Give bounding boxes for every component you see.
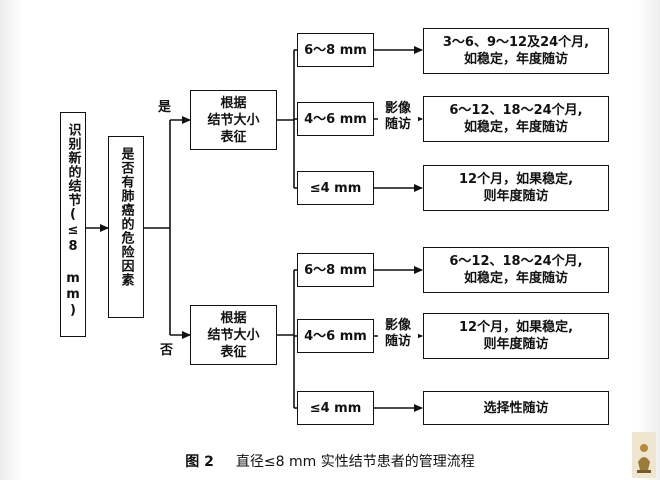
figure-number: 图 2 — [185, 454, 214, 470]
result-box-lower-2: 12个月，如果稳定, 则年度随访 — [423, 313, 609, 359]
result-box-upper-2: 6～12、18～24个月, 如稳定，年度随访 — [423, 96, 609, 142]
figure-title: 直径≤8 mm 实性结节患者的管理流程 — [235, 454, 475, 470]
size-box-4-6-upper: 4～6 mm — [297, 102, 374, 136]
lower-assess-box: 根据 结节大小 表征 — [190, 305, 277, 365]
size-box-le4-lower: ≤4 mm — [297, 391, 374, 425]
result-box-lower-3: 选择性随访 — [423, 391, 609, 425]
size-box-4-6-lower: 4～6 mm — [297, 319, 374, 353]
corner-figurine-icon — [632, 432, 656, 478]
no-label: 否 — [160, 343, 174, 358]
right-edge-shade — [638, 0, 660, 480]
upper-assess-box: 根据 结节大小 表征 — [190, 90, 277, 150]
root-label: 识别新的结节(≤8 mm) — [65, 123, 81, 319]
figure-caption: 图 2 直径≤8 mm 实性结节患者的管理流程 — [0, 451, 660, 471]
left-edge-shade — [0, 0, 22, 480]
size-box-6-8-lower: 6～8 mm — [297, 253, 374, 287]
root-box: 识别新的结节(≤8 mm) — [60, 112, 86, 337]
risk-question-label: 是否有肺癌的危险因素 — [118, 147, 134, 287]
lower-imaging-followup-label: 影像 随访 — [378, 318, 418, 350]
result-box-upper-1: 3～6、9～12及24个月, 如稳定，年度随访 — [423, 28, 609, 74]
risk-question-box: 是否有肺癌的危险因素 — [108, 136, 144, 318]
size-box-6-8-upper: 6～8 mm — [297, 33, 374, 67]
result-box-lower-1: 6～12、18～24个月, 如稳定，年度随访 — [423, 247, 609, 293]
size-box-le4-upper: ≤4 mm — [297, 171, 374, 205]
yes-label: 是 — [158, 100, 172, 115]
result-box-upper-3: 12个月，如果稳定, 则年度随访 — [423, 165, 609, 211]
upper-imaging-followup-label: 影像 随访 — [378, 101, 418, 133]
